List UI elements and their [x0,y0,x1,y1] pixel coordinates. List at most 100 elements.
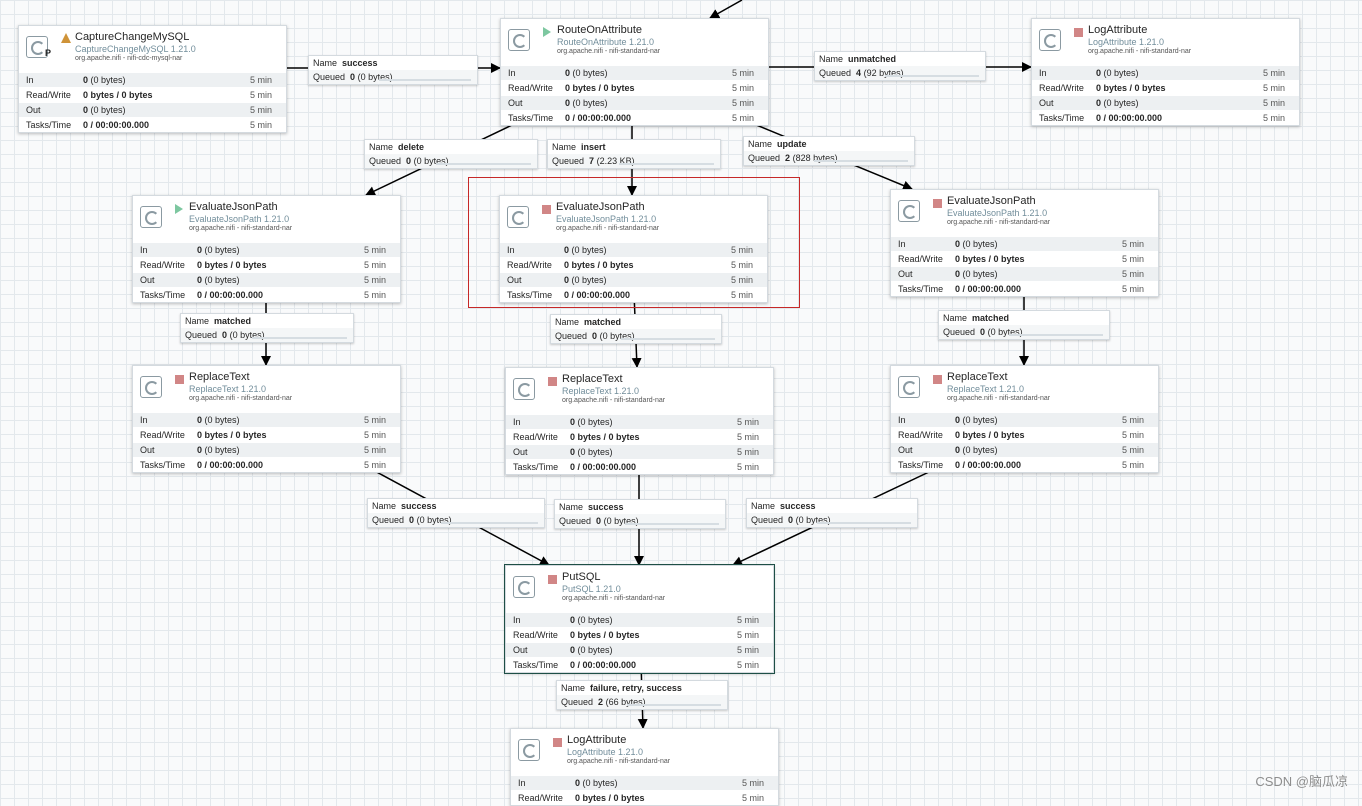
stat-window: 5 min [1121,254,1144,264]
processor-name: LogAttribute [567,734,627,746]
processor[interactable]: RouteOnAttribute RouteOnAttribute 1.21.0… [500,18,769,126]
processor-bundle: org.apache.nifi - nifi-standard-nar [562,397,666,404]
stat-value: 0 bytes / 0 bytes [955,430,1025,440]
processor[interactable]: ReplaceText ReplaceText 1.21.0 org.apach… [505,367,774,475]
stat-label: Read/Write [140,260,185,270]
processor-header[interactable]: LogAttribute LogAttribute 1.21.0 org.apa… [511,729,778,775]
stat-value: 0 (0 bytes) [564,245,607,255]
queued-label: Queued [369,156,402,166]
processor[interactable]: LogAttribute LogAttribute 1.21.0 org.apa… [510,728,779,806]
queued-size: (0 bytes) [603,516,639,526]
processor-header[interactable]: P CaptureChangeMySQL CaptureChangeMySQL … [19,26,286,72]
stat-label: Out [513,447,528,457]
processor[interactable]: ReplaceText ReplaceText 1.21.0 org.apach… [890,365,1159,473]
stop-icon [175,375,184,384]
processor[interactable]: PutSQL PutSQL 1.21.0 org.apache.nifi - n… [504,564,775,674]
stat-label: In [508,68,516,78]
stat-detail: (0 bytes) [88,105,126,115]
stat-value: 0 / 00:00:00.000 [570,462,637,472]
stat-label: Tasks/Time [507,290,553,300]
connection-label[interactable]: Name matched Queued 0 (0 bytes) [180,313,354,343]
connection-label[interactable]: Name failure, retry, success Queued 2 (6… [556,680,728,710]
stat-label: Read/Write [518,793,563,803]
processor-header[interactable]: PutSQL PutSQL 1.21.0 org.apache.nifi - n… [506,566,773,612]
processor-bundle: org.apache.nifi - nifi-cdc-mysql-nar [75,55,183,62]
stat-value: 0 bytes / 0 bytes [1096,83,1166,93]
stat-window: 5 min [731,113,754,123]
processor[interactable]: EvaluateJsonPath EvaluateJsonPath 1.21.0… [499,195,768,303]
processor[interactable]: EvaluateJsonPath EvaluateJsonPath 1.21.0… [890,189,1159,297]
connection-label[interactable]: Name delete Queued 0 (0 bytes) [364,139,538,169]
stat-value: 0 / 00:00:00.000 [83,120,150,130]
connection-queued-row: Queued 7 (2.23 KB) [548,154,720,168]
stat-value: 0 / 00:00:00.000 [197,460,264,470]
processor-header[interactable]: ReplaceText ReplaceText 1.21.0 org.apach… [506,368,773,414]
queued-label: Queued [555,331,588,341]
connection-label[interactable]: Name insert Queued 7 (2.23 KB) [547,139,721,169]
stat-window: 5 min [249,105,272,115]
processor-header[interactable]: ReplaceText ReplaceText 1.21.0 org.apach… [891,366,1158,412]
relationship-name: delete [398,142,425,152]
stat-window: 5 min [1121,269,1144,279]
connection-label[interactable]: Name success Queued 0 (0 bytes) [554,499,726,529]
processor-name: CaptureChangeMySQL [75,31,190,43]
stat-window: 5 min [741,793,764,803]
processor-icon [1039,29,1061,51]
connection-queued-row: Queued 0 (0 bytes) [309,70,477,84]
queued-size: (0 bytes) [795,515,831,525]
stat-window: 5 min [363,415,386,425]
processor[interactable]: ReplaceText ReplaceText 1.21.0 org.apach… [132,365,401,473]
processor-header[interactable]: RouteOnAttribute RouteOnAttribute 1.21.0… [501,19,768,65]
stat-detail: (0 bytes) [570,98,608,108]
relationship-name: matched [972,313,1010,323]
connection-label[interactable]: Name success Queued 0 (0 bytes) [308,55,478,85]
connection-label[interactable]: Name success Queued 0 (0 bytes) [746,498,918,528]
connection-label[interactable]: Name update Queued 2 (828 bytes) [743,136,915,166]
processor-header[interactable]: EvaluateJsonPath EvaluateJsonPath 1.21.0… [891,190,1158,236]
processor-header[interactable]: ReplaceText ReplaceText 1.21.0 org.apach… [133,366,400,412]
stat-label: Read/Write [507,260,552,270]
relationship-name: update [777,139,807,149]
stat-label: Tasks/Time [140,460,186,470]
processor-name: LogAttribute [1088,24,1148,36]
stat-label: Out [898,445,913,455]
stat-label: Tasks/Time [140,290,186,300]
stat-label: Out [507,275,522,285]
connection-label[interactable]: Name unmatched Queued 4 (92 bytes) [814,51,986,81]
relationship-name: matched [584,317,622,327]
processor[interactable]: P CaptureChangeMySQL CaptureChangeMySQL … [18,25,287,133]
connection-label[interactable]: Name matched Queued 0 (0 bytes) [938,310,1110,340]
stat-label: Read/Write [513,432,558,442]
connection-queued-row: Queued 0 (0 bytes) [365,154,537,168]
stat-window: 5 min [736,630,759,640]
connection-label[interactable]: Name success Queued 0 (0 bytes) [367,498,545,528]
processor-header[interactable]: LogAttribute LogAttribute 1.21.0 org.apa… [1032,19,1299,65]
stat-window: 5 min [249,75,272,85]
processor-header[interactable]: EvaluateJsonPath EvaluateJsonPath 1.21.0… [133,196,400,242]
stat-window: 5 min [730,260,753,270]
processor[interactable]: EvaluateJsonPath EvaluateJsonPath 1.21.0… [132,195,401,303]
stat-detail: (0 bytes) [570,68,608,78]
stat-label: Tasks/Time [508,113,554,123]
processor-name: ReplaceText [562,373,623,385]
connection-label[interactable]: Name matched Queued 0 (0 bytes) [550,314,722,344]
stat-value: 0 (0 bytes) [83,105,126,115]
queued-label: Queued [943,327,976,337]
processor-bundle: org.apache.nifi - nifi-standard-nar [947,395,1051,402]
processor-icon [518,739,540,761]
processor-bundle: org.apache.nifi - nifi-standard-nar [562,595,666,602]
processor-header[interactable]: EvaluateJsonPath EvaluateJsonPath 1.21.0… [500,196,767,242]
processor[interactable]: LogAttribute LogAttribute 1.21.0 org.apa… [1031,18,1300,126]
stat-value: 0 bytes / 0 bytes [570,630,640,640]
connection-queued-row: Queued 0 (0 bytes) [368,513,544,527]
edge-incoming[interactable] [709,0,743,19]
stat-value: 0 (0 bytes) [1096,68,1139,78]
